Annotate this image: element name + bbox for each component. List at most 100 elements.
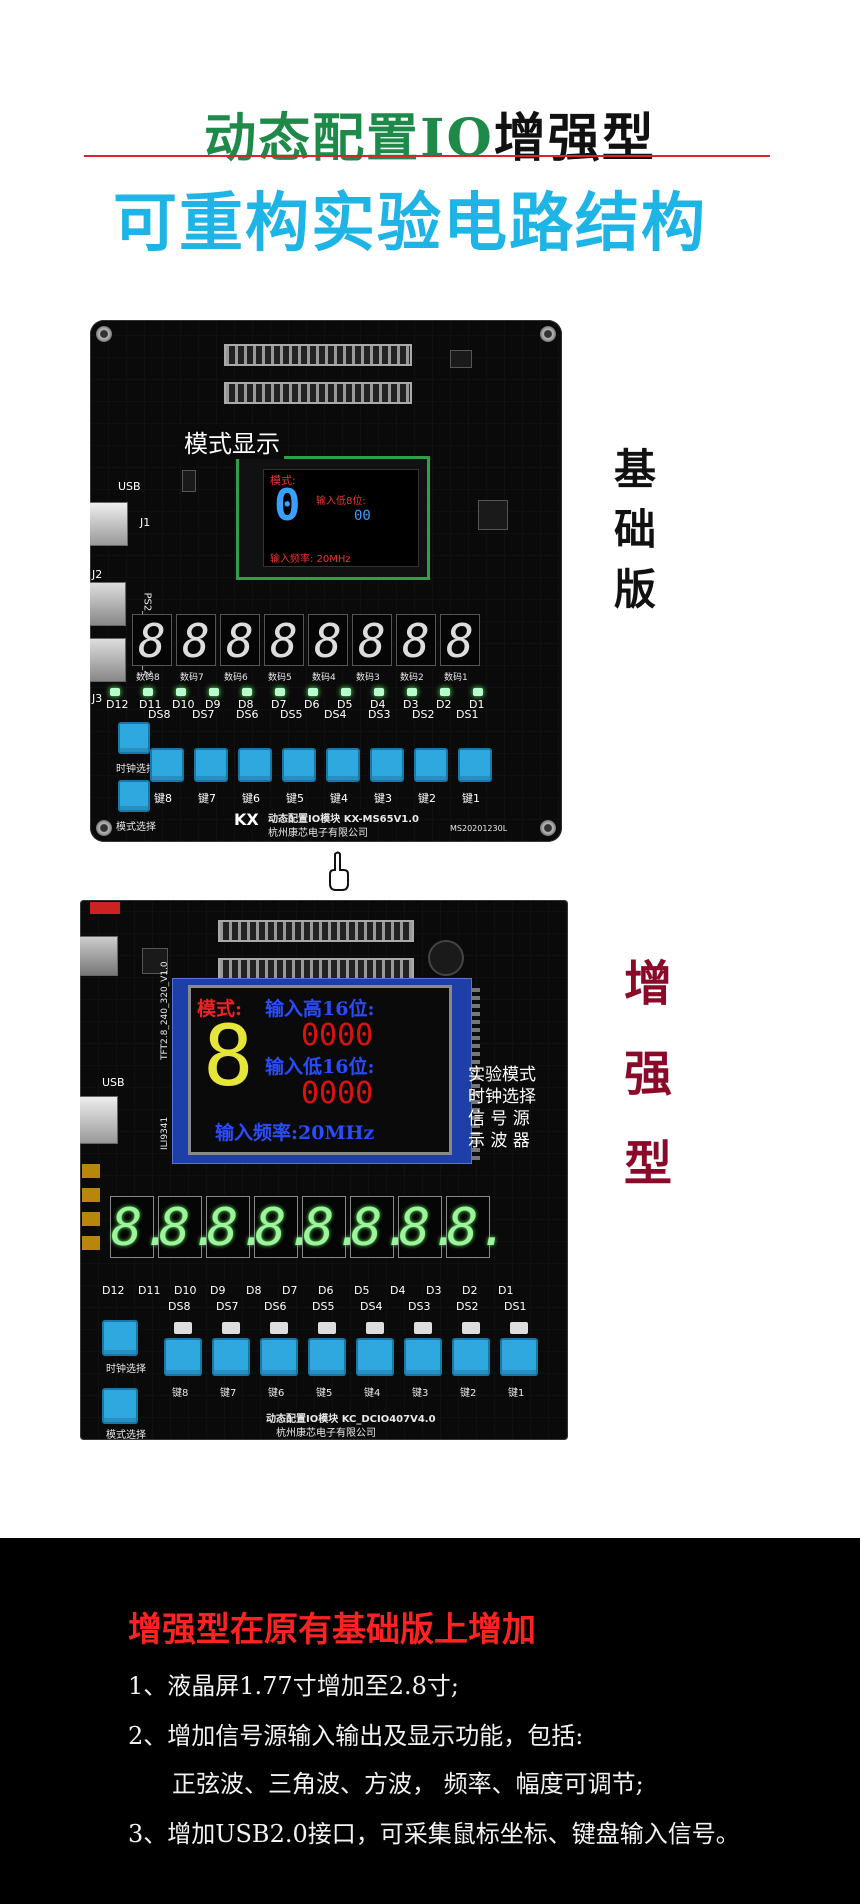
led-indicator (308, 688, 318, 696)
subtitle: 可重构实验电路结构 (113, 187, 707, 261)
key-label: 键8 (172, 1388, 189, 1399)
key-button[interactable] (404, 1338, 442, 1376)
seven-seg-digit: 8 (396, 614, 436, 667)
usb-a-port (80, 936, 118, 976)
key-button[interactable] (452, 1338, 490, 1376)
key-cap (270, 1322, 288, 1334)
key-label: 键2 (418, 792, 436, 805)
key-button[interactable] (238, 748, 272, 782)
key-button[interactable] (194, 748, 228, 782)
key-button[interactable] (414, 748, 448, 782)
usb-label: USB (118, 480, 141, 493)
key-button[interactable] (150, 748, 184, 782)
seven-seg-digit: 8 (440, 614, 480, 667)
main-title: 动态配置IO增强型 (0, 96, 860, 171)
pin-header (224, 382, 412, 404)
mode-select-key[interactable] (102, 1388, 138, 1424)
digit-label: 数码8 (136, 673, 160, 683)
key-button[interactable] (282, 748, 316, 782)
key-label: 键1 (508, 1388, 525, 1399)
seven-seg-digit: 8. (350, 1196, 414, 1258)
ps2-port (90, 582, 126, 626)
seven-seg-digit: 8. (446, 1196, 510, 1258)
key-label: 键4 (330, 792, 348, 805)
led-label: D8 (238, 698, 254, 711)
seven-seg-digit: 8. (158, 1196, 222, 1258)
digit-label: 数码6 (224, 673, 248, 683)
basic-label-1: 基 (614, 445, 657, 494)
digit-label: 数码5 (268, 673, 292, 683)
clock-select-key[interactable] (102, 1320, 138, 1356)
feature-line-2: 2、增加信号源输入输出及显示功能，包括: (128, 1722, 584, 1750)
key-button[interactable] (458, 748, 492, 782)
mode-select-label: 模式选择 (106, 1430, 146, 1440)
led-label: D4 (370, 698, 386, 711)
lcd-freq-label: 输入频率: 20MHz (270, 554, 351, 565)
led-indicator (110, 688, 120, 696)
j1-label: J1 (140, 516, 151, 529)
lcd2-mode-label: 模式: (197, 998, 243, 1020)
key-label: 键5 (316, 1388, 333, 1399)
lcd2-mode-digit: 8 (203, 1007, 254, 1105)
key-button[interactable] (260, 1338, 298, 1376)
key-button[interactable] (326, 748, 360, 782)
led-label: D12 (102, 1284, 125, 1297)
ds-label: DS3 (408, 1300, 431, 1313)
digit-label: 数码1 (444, 673, 468, 683)
ic-chip (142, 948, 168, 974)
basic-board-photo: USB J1 J2 PS2_1 PS2_2 J3 模式: 0 输入低8位: 00… (90, 320, 562, 842)
key-cap (318, 1322, 336, 1334)
digit-label: 数码2 (400, 673, 424, 683)
clock-select-key[interactable] (118, 722, 150, 754)
led-label: D7 (271, 698, 287, 711)
led-label: D11 (139, 698, 162, 711)
feature-line-4: 3、增加USB2.0接口，可采集鼠标坐标、键盘输入信号。 (128, 1820, 740, 1848)
lcd-low-value: 00 (354, 508, 371, 524)
mode-select-key[interactable] (118, 780, 150, 812)
led-indicator (242, 688, 252, 696)
key-button[interactable] (500, 1338, 538, 1376)
key-label: 键3 (412, 1388, 429, 1399)
led-label: D8 (246, 1284, 262, 1297)
enhanced-label-2: 强 (624, 1046, 673, 1102)
key-label: 键3 (374, 792, 392, 805)
seven-seg-digit: 8. (206, 1196, 270, 1258)
led-indicator (440, 688, 450, 696)
led-label: D1 (469, 698, 485, 711)
key-button[interactable] (356, 1338, 394, 1376)
led-label: D7 (282, 1284, 298, 1297)
enhanced-lcd-screen: 模式: 输入高16位: 0000 8 输入低16位: 0000 输入频率:20M… (188, 985, 452, 1155)
side-text-4: 示 波 器 (468, 1131, 530, 1151)
lcd-caption: 模式显示 (180, 424, 284, 459)
mount-hole (540, 326, 556, 342)
key-label: 键7 (220, 1388, 237, 1399)
pin-header (218, 920, 414, 942)
key-button[interactable] (212, 1338, 250, 1376)
main-title-green: 动态配置IO (204, 108, 494, 169)
seven-seg-digit: 8 (308, 614, 348, 667)
ds-label: DS7 (192, 708, 215, 721)
pin-header (218, 958, 414, 980)
ds-label: DS8 (168, 1300, 191, 1313)
key-button[interactable] (308, 1338, 346, 1376)
key-button[interactable] (164, 1338, 202, 1376)
ds-label: DS1 (456, 708, 479, 721)
mode-select-label: 模式选择 (116, 822, 156, 833)
side-text-1: 实验模式 (468, 1065, 536, 1085)
key-button[interactable] (370, 748, 404, 782)
led-label: D5 (337, 698, 353, 711)
ps2-port (90, 638, 126, 682)
title-divider (84, 155, 770, 157)
seven-seg-digit: 8 (264, 614, 304, 667)
mount-hole (96, 820, 112, 836)
digit-label: 数码3 (356, 673, 380, 683)
key-label: 键1 (462, 792, 480, 805)
ic-chip (182, 470, 196, 492)
feature-heading: 增强型在原有基础版上增加 (128, 1610, 536, 1650)
key-label: 键2 (460, 1388, 477, 1399)
led-label: D12 (106, 698, 129, 711)
lcd-mode-label: 模式: (270, 474, 296, 487)
lcd-low-label: 输入低8位: (316, 496, 366, 507)
ds-label: DS5 (280, 708, 303, 721)
lcd2-high-value: 0000 (301, 1018, 374, 1053)
